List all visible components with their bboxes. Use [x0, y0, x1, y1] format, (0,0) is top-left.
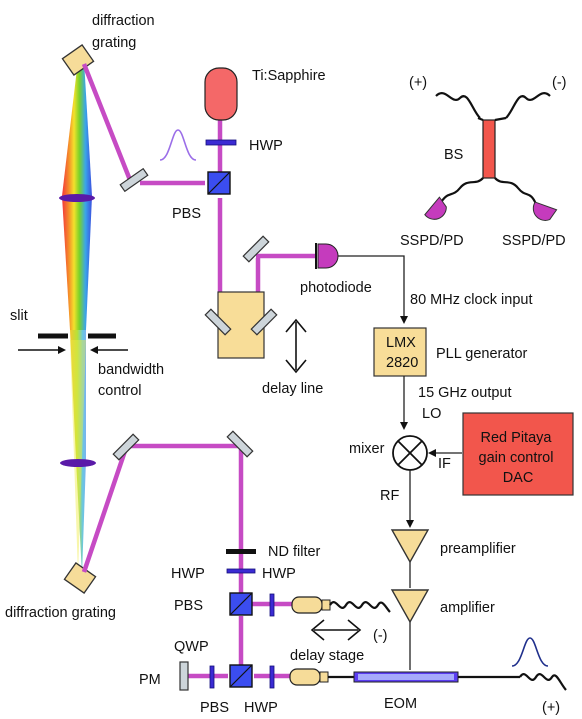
- sspd-left-label: SSPD/PD: [400, 233, 464, 249]
- photodiode-icon: [532, 201, 558, 221]
- mirror-icon: [112, 433, 140, 461]
- mirror-icon: [119, 167, 149, 193]
- pbs-bottom-label: PBS: [200, 700, 229, 716]
- photodiode-icon: [424, 196, 447, 220]
- fiber-output-left: [439, 177, 484, 205]
- hwp-vertical: [269, 593, 275, 617]
- minus-mid-label: (-): [373, 628, 388, 644]
- pll-generator-label: PLL generator: [436, 346, 528, 362]
- amplifier-label: amplifier: [440, 600, 495, 616]
- mirror-icon: [242, 235, 270, 263]
- diffraction-grating-bottom: [63, 562, 97, 594]
- fiber-coupler: [291, 596, 323, 614]
- photodiode-label: photodiode: [300, 280, 372, 296]
- lmx-2820-box: [373, 327, 427, 377]
- sspd-right-label: SSPD/PD: [502, 233, 566, 249]
- ghz-output-label: 15 GHz output: [418, 385, 512, 401]
- fiber-plus: [519, 673, 567, 691]
- pbs-top-label: PBS: [172, 206, 201, 222]
- bs-label: BS: [444, 147, 463, 163]
- nd-filter-label: ND filter: [268, 544, 321, 560]
- hwp-bottom-plate: [269, 665, 275, 689]
- plus-bottom-label: (+): [542, 700, 560, 716]
- lens-icon: [59, 194, 95, 202]
- rf-label: RF: [380, 488, 399, 504]
- beamsplitter-bs: [482, 119, 496, 179]
- pbs-top: [207, 171, 231, 195]
- if-label: IF: [438, 456, 451, 472]
- pm-mirror: [179, 661, 189, 691]
- mixer-label: mixer: [349, 441, 385, 457]
- plus-top-label: (+): [409, 75, 427, 91]
- fiber-minus-input: [505, 92, 551, 119]
- hwp-top-label: HWP: [249, 138, 283, 154]
- slit-label: slit: [10, 308, 28, 324]
- red-pitaya-label: Red Pitaya gain control DAC: [479, 430, 558, 486]
- ti-sapphire-label: Ti:Sapphire: [252, 68, 326, 84]
- hwp-top: [205, 139, 237, 146]
- clock-input-label: 80 MHz clock input: [410, 292, 533, 308]
- hwp-bottom-label: HWP: [244, 700, 278, 716]
- mirror-icon: [204, 308, 232, 336]
- hwp-right-label: HWP: [262, 566, 296, 582]
- pulse-icon: [159, 129, 197, 161]
- fiber-plus-input: [435, 92, 481, 119]
- fiber-minus: [329, 601, 391, 613]
- ti-sapphire-laser: [204, 67, 238, 121]
- pbs-mid: [229, 592, 253, 616]
- triangle-amplifier-icon: [390, 589, 430, 624]
- mirror-icon: [250, 308, 278, 336]
- hwp-left-label: HWP: [171, 566, 205, 582]
- fiber-output-right: [494, 177, 538, 205]
- lens-icon: [60, 459, 96, 467]
- qwp-plate: [209, 665, 215, 689]
- dispersed-spectrum-bottom: [70, 330, 86, 575]
- fiber-beamsplitter-assembly: [424, 92, 558, 221]
- bandwidth-control-label: bandwidth control: [98, 362, 168, 399]
- red-pitaya-box: [462, 412, 574, 496]
- clock-wire: [338, 255, 408, 324]
- triangle-amplifier-icon: [390, 529, 430, 564]
- lo-label: LO: [422, 406, 441, 422]
- delay-line-label: delay line: [262, 381, 323, 397]
- diffraction-grating-top-label: diffraction grating: [92, 13, 159, 51]
- eom-label: EOM: [384, 696, 417, 712]
- fiber-coupler: [289, 668, 321, 686]
- minus-top-label: (-): [552, 75, 567, 91]
- pbs-mid-label: PBS: [174, 598, 203, 614]
- pbs-bottom: [229, 664, 253, 688]
- nd-filter: [226, 549, 256, 554]
- diffraction-grating-bottom-label: diffraction grating: [5, 605, 116, 621]
- preamplifier-label: preamplifier: [440, 541, 516, 557]
- qwp-label: QWP: [174, 639, 209, 655]
- mirror-icon: [226, 430, 254, 458]
- mixer-circle-cross-icon: [392, 435, 428, 471]
- lmx-label: LMX 2820: [386, 335, 420, 371]
- hwp-left: [226, 568, 256, 574]
- delay-stage-label: delay stage: [290, 648, 364, 664]
- spectral-fan: [62, 60, 92, 575]
- pulse-icon: [511, 637, 549, 667]
- photodiode-icon: [317, 243, 339, 269]
- pm-label: PM: [139, 672, 161, 688]
